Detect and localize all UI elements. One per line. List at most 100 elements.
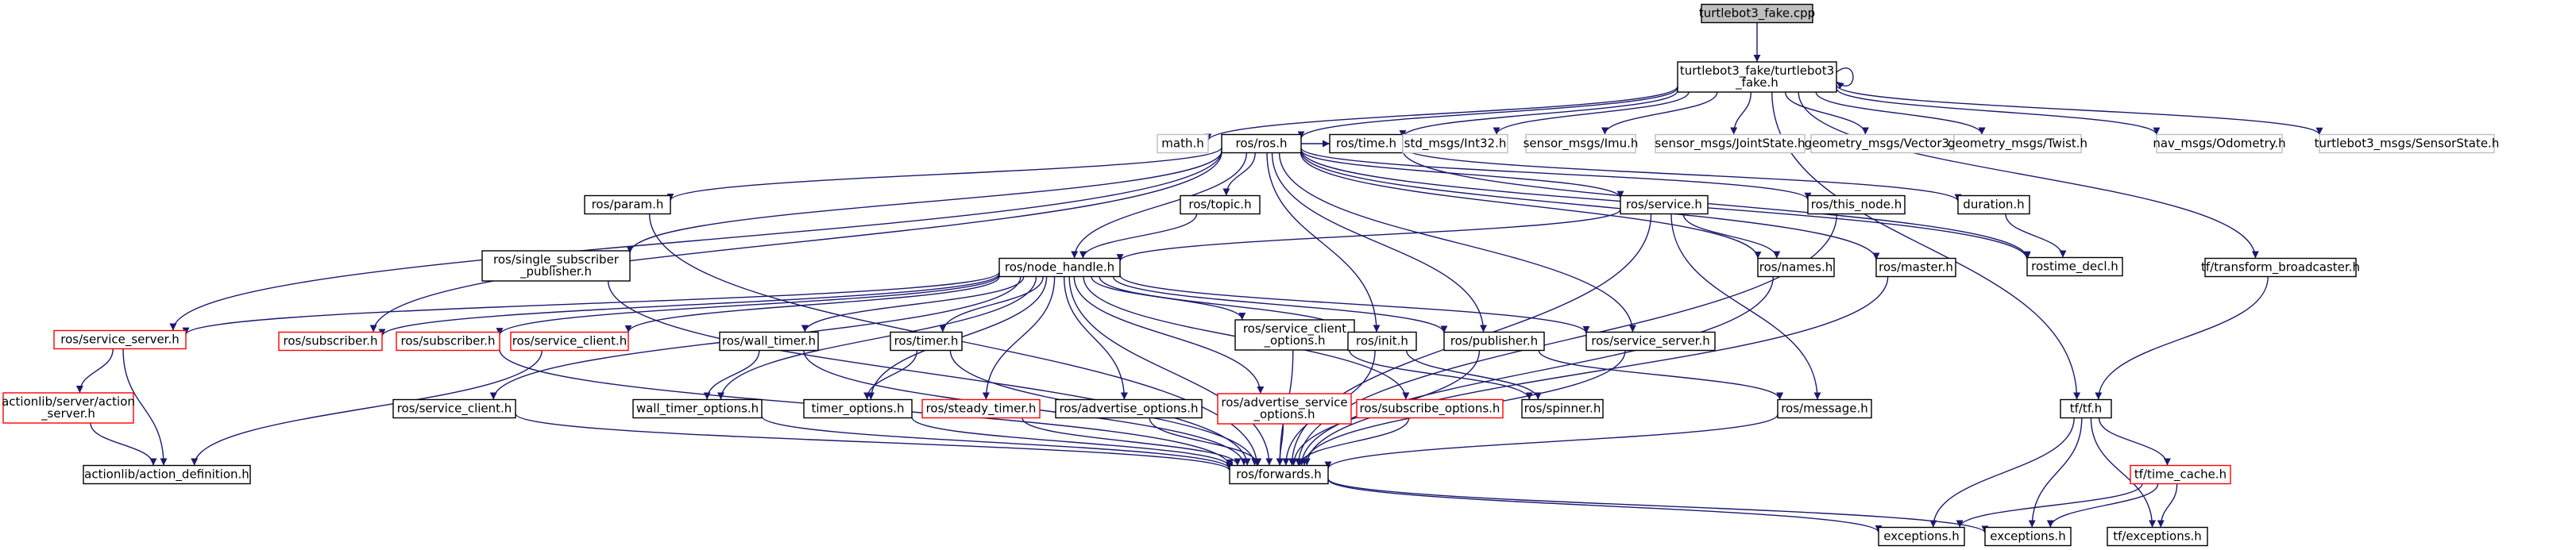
node-label: ros/single_subscriber <box>493 252 620 267</box>
node-ros-service-h[interactable]: ros/service.h <box>1620 194 1709 215</box>
node-ros-subscriber-h[interactable]: ros/subscriber.h <box>396 331 500 352</box>
edge-node_handle-to-service_client_red <box>624 276 1000 333</box>
node-box <box>1807 194 1906 215</box>
node-label: ros/service_server.h <box>1591 334 1710 349</box>
node-box <box>890 331 963 352</box>
edge-service-to-message <box>1670 213 1821 400</box>
node-label: ros/node_handle.h <box>1005 260 1114 275</box>
node-label: duration.h <box>1963 198 2024 212</box>
node-box <box>1525 133 1636 154</box>
node-label: ros/service_client.h <box>512 334 628 349</box>
node-ros-service-client-h[interactable]: ros/service_client.h <box>392 398 516 419</box>
node-ros-advertise-options-h[interactable]: ros/advertise_options.h <box>1055 398 1203 419</box>
edge-single_sub-to-forwards <box>608 280 1251 466</box>
node-box <box>998 257 1121 278</box>
node-wall-timer-options-h[interactable]: wall_timer_options.h <box>632 398 763 419</box>
node-ros-ros-h[interactable]: ros/ros.h <box>1221 133 1302 154</box>
edge-timer_options-to-forwards <box>911 417 1234 467</box>
node-label: _options.h <box>1263 333 1325 348</box>
node-ros-wall-timer-h[interactable]: ros/wall_timer.h <box>719 331 819 352</box>
node-turtlebot3-fake-cpp[interactable]: turtlebot3_fake.cpp <box>1699 3 1815 24</box>
node-box <box>1777 398 1872 419</box>
node-sensor-msgs-jointstate-h: sensor_msgs/JointState.h <box>1655 133 1806 154</box>
node-duration-h[interactable]: duration.h <box>1957 194 2030 215</box>
node-ros-names-h[interactable]: ros/names.h <box>1757 257 1835 278</box>
node-ros-spinner-h[interactable]: ros/spinner.h <box>1521 398 1604 419</box>
node-ros-param-h[interactable]: ros/param.h <box>584 194 671 215</box>
node-box <box>1655 133 1806 154</box>
node-box <box>510 331 629 352</box>
node-box <box>1677 61 1837 93</box>
node-ros-message-h[interactable]: ros/message.h <box>1777 398 1872 419</box>
node-geometry-msgs-vector3-h: geometry_msgs/Vector3.h <box>1805 133 1961 154</box>
node-ros-service-client-options-h[interactable]: ros/service_client_options.h <box>1234 319 1355 351</box>
node-tf-tf-h[interactable]: tf/tf.h <box>2060 398 2112 419</box>
node-tf-transform-broadcaster-h[interactable]: tf/transform_broadcaster.h <box>2201 257 2360 278</box>
node-ros-timer-h[interactable]: ros/timer.h <box>890 331 963 352</box>
node-box <box>1221 133 1302 154</box>
edge-duration-to-rostime_decl <box>2005 213 2067 258</box>
node-label: turtlebot3_msgs/SensorState.h <box>2315 137 2500 152</box>
node-box <box>1984 526 2072 547</box>
node-ros-service-server-h[interactable]: ros/service_server.h <box>1585 331 1716 352</box>
node-ros-init-h[interactable]: ros/init.h <box>1347 331 1417 352</box>
node-ros-steady-timer-h[interactable]: ros/steady_timer.h <box>921 398 1041 419</box>
node-label: ros/steady_timer.h <box>926 402 1037 417</box>
edge-fake_h-to-jointstate <box>1730 91 1751 135</box>
node-label: actionlib/server/action <box>2 394 135 409</box>
node-turtlebot3-fake-turtlebot3-fake-h[interactable]: turtlebot3_fake/turtlebot3_fake.h <box>1677 61 1837 93</box>
node-ros-master-h[interactable]: ros/master.h <box>1875 257 1956 278</box>
node-label: turtlebot3_fake/turtlebot3 <box>1680 63 1834 79</box>
node-label: ros/forwards.h <box>1236 467 1321 482</box>
node-label: std_msgs/Int32.h <box>1404 137 1507 152</box>
edge-action_server-to-action_definition <box>90 422 157 466</box>
node-box <box>719 331 819 352</box>
node-ros-time-h[interactable]: ros/time.h <box>1329 133 1404 154</box>
node-box <box>1878 526 1965 547</box>
node-label: wall_timer_options.h <box>636 402 759 417</box>
node-ros-service-server-h[interactable]: ros/service_server.h <box>53 329 187 350</box>
edge-wall_timer-to-wall_timer_options <box>703 350 760 400</box>
node-box <box>1402 133 1508 154</box>
node-ros-this-node-h[interactable]: ros/this_node.h <box>1807 194 1906 215</box>
node-ros-subscribe-options-h[interactable]: ros/subscribe_options.h <box>1356 398 1504 419</box>
edge-time-to-duration <box>1402 147 1962 202</box>
node-label: _server.h <box>41 406 95 421</box>
node-label: ros/ros.h <box>1236 137 1288 151</box>
edge-tf-to-tf_exceptions <box>2090 417 2157 528</box>
node-label: geometry_msgs/Vector3.h <box>1805 137 1961 152</box>
node-ros-single-subscriber-publisher-h[interactable]: ros/single_subscriber_publisher.h <box>481 250 631 282</box>
node-box <box>1521 398 1604 419</box>
node-std-msgs-int32-h: std_msgs/Int32.h <box>1402 133 1508 154</box>
edge-sc_options-to-spinner <box>1349 349 1533 400</box>
edge-ros-to-single_sub <box>626 150 1222 253</box>
node-box <box>2107 526 2208 547</box>
node-rostime-decl-h[interactable]: rostime_decl.h <box>2026 256 2123 277</box>
edge-ros-to-service_server <box>1278 152 1636 333</box>
edge-node_handle-to-advertise_options <box>1063 276 1128 400</box>
node-ros-topic-h[interactable]: ros/topic.h <box>1180 194 1261 215</box>
edge-tf_broadcaster-to-tf <box>2095 276 2269 400</box>
node-timer-options-h[interactable]: timer_options.h <box>803 398 913 419</box>
node-ros-forwards-h[interactable]: ros/forwards.h <box>1229 464 1329 485</box>
node-actionlib-action-definition-h[interactable]: actionlib/action_definition.h <box>83 464 251 485</box>
node-box <box>1875 257 1956 278</box>
node-tf-exceptions-h[interactable]: tf/exceptions.h <box>2107 526 2208 547</box>
node-actionlib-server-action-server-h[interactable]: actionlib/server/action_server.h <box>2 392 135 424</box>
node-exceptions-h[interactable]: exceptions.h <box>1878 526 1965 547</box>
node-ros-subscriber-h[interactable]: ros/subscriber.h <box>278 331 383 352</box>
node-tf-time-cache-h[interactable]: tf/time_cache.h <box>2130 464 2231 485</box>
node-math-h: math.h <box>1157 133 1209 154</box>
edge-forwards-to-exceptions1 <box>1327 479 1883 533</box>
edge-fake_h-to-odometry <box>1836 88 2161 135</box>
node-exceptions-h[interactable]: exceptions.h <box>1984 526 2072 547</box>
node-ros-publisher-h[interactable]: ros/publisher.h <box>1443 331 1545 352</box>
node-ros-advertise-service-options-h[interactable]: ros/advertise_service_options.h <box>1217 393 1352 425</box>
node-label: tf/time_cache.h <box>2134 467 2226 483</box>
node-ros-node-handle-h[interactable]: ros/node_handle.h <box>998 257 1121 278</box>
node-box <box>2156 133 2283 154</box>
edge-advertise_options-to-forwards <box>1149 417 1262 466</box>
node-ros-service-client-h[interactable]: ros/service_client.h <box>510 331 629 352</box>
node-geometry-msgs-twist-h: geometry_msgs/Twist.h <box>1948 133 2087 154</box>
